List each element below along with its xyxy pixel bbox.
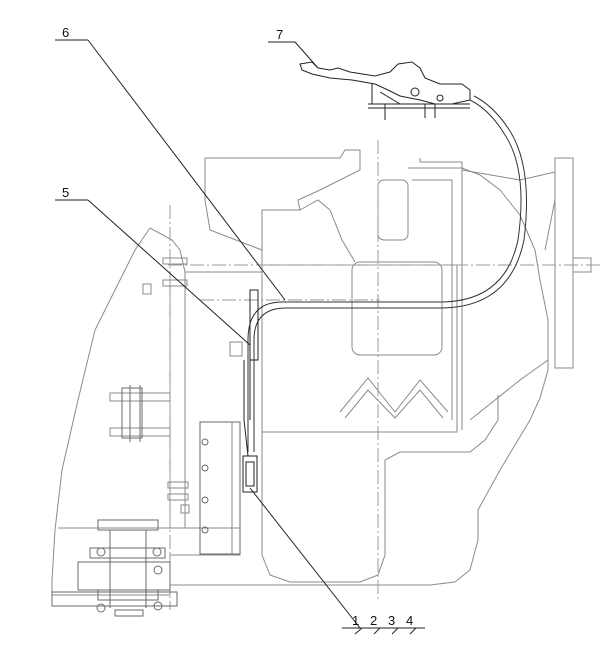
left-brackets xyxy=(109,257,243,555)
brake-lever-assembly xyxy=(299,61,471,120)
callout-5: 5 xyxy=(62,185,69,200)
bottom-coupling xyxy=(51,519,178,617)
callout-1: 1 xyxy=(352,613,359,628)
housing-outline xyxy=(51,149,549,596)
transmission-body xyxy=(261,157,592,583)
control-cable xyxy=(242,95,528,493)
callout-7: 7 xyxy=(276,27,283,42)
callout-3: 3 xyxy=(388,613,395,628)
callout-2: 2 xyxy=(370,613,377,628)
callout-6: 6 xyxy=(62,25,69,40)
center-lines xyxy=(168,140,600,610)
callout-4: 4 xyxy=(406,613,413,628)
leader-lines xyxy=(55,39,425,635)
